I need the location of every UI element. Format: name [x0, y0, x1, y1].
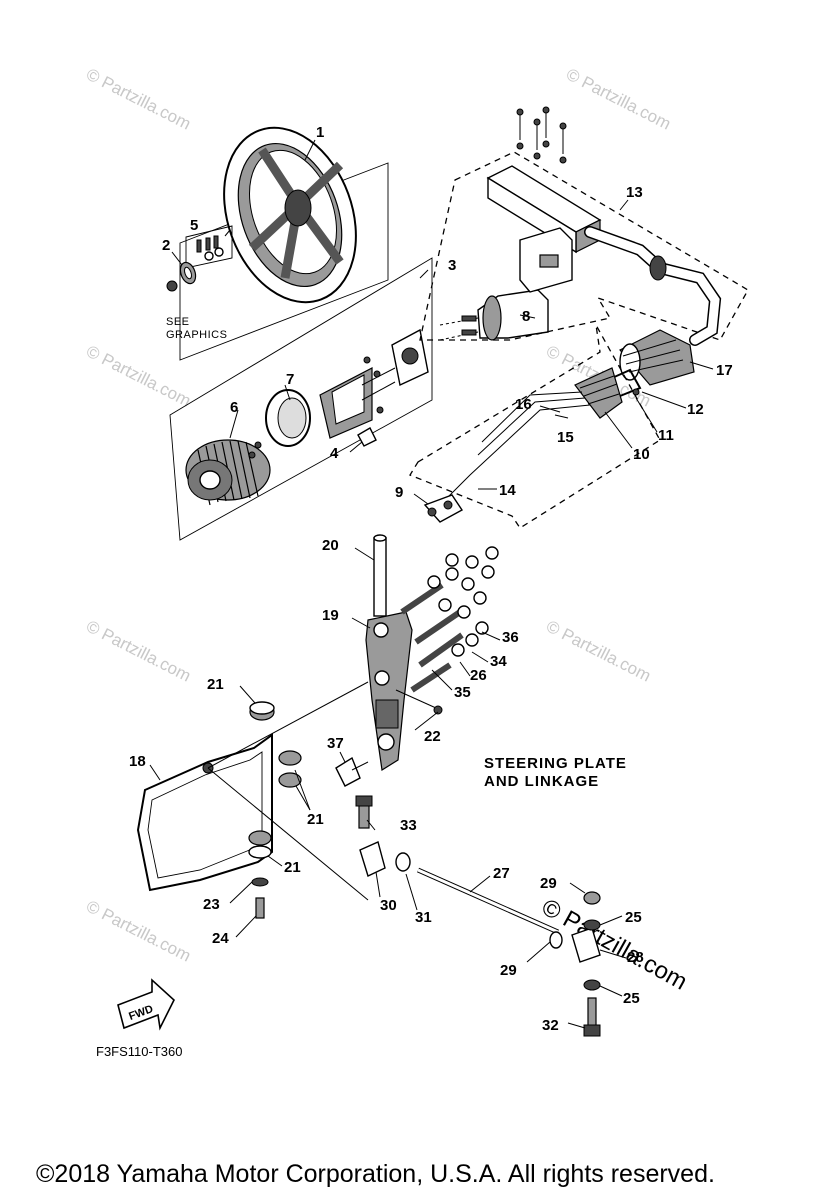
copyright: ©2018 Yamaha Motor Corporation, U.S.A. A…: [36, 1160, 715, 1188]
callout-10: 10: [633, 446, 650, 463]
cable-group: [409, 324, 661, 529]
callout-12: 12: [687, 401, 704, 418]
watermark-7: © Partzilla.com: [83, 897, 194, 966]
helm-mechanism: [319, 328, 429, 439]
callout-29a: 29: [540, 875, 557, 892]
see-graphics-line2: GRAPHICS: [166, 329, 227, 341]
fwd-arrow: FWD: [117, 978, 175, 1031]
callout-14: 14: [499, 482, 516, 499]
steering-wheel: [223, 126, 357, 304]
callout-34: 34: [490, 653, 507, 670]
part-37-clip: [335, 756, 369, 787]
linkage-rod: [355, 795, 601, 1037]
callouts: 1 2 3 4 5 6 7 8 9 10 11 12 13 14 15 16 1…: [129, 124, 733, 1034]
callout-5: 5: [190, 217, 198, 234]
callout-24: 24: [212, 930, 229, 947]
callout-30: 30: [380, 897, 397, 914]
steering-bracket: [365, 534, 443, 771]
callout-16: 16: [515, 396, 532, 413]
see-graphics-line1: SEE: [166, 316, 190, 328]
steering-wheel-group: SEE GRAPHICS: [166, 126, 389, 361]
part-17-boot: [619, 329, 695, 386]
diagram-code: F3FS110-T360: [96, 1044, 182, 1059]
callout-15: 15: [557, 429, 574, 446]
part-13-group: [419, 106, 749, 346]
steering-column-group: [169, 257, 433, 541]
callout-18: 18: [129, 753, 146, 770]
callout-11: 11: [658, 427, 674, 444]
callout-36: 36: [502, 629, 519, 646]
callout-35: 35: [454, 684, 471, 701]
callout-37: 37: [327, 735, 344, 752]
callout-6: 6: [230, 399, 238, 416]
callout-22: 22: [424, 728, 441, 745]
part-19-bracket: [365, 611, 413, 771]
callout-29b: 29: [500, 962, 517, 979]
callout-33: 33: [400, 817, 417, 834]
part-5-hardware: [185, 225, 233, 269]
part-8-housing: [439, 289, 549, 341]
callout-26: 26: [470, 667, 487, 684]
bushings-21: [248, 701, 302, 919]
callout-9: 9: [395, 484, 403, 501]
watermark-6: © Partzilla.com: [543, 617, 654, 686]
part-2-ring: [166, 261, 197, 292]
callout-13: 13: [626, 184, 643, 201]
section-title-line2: AND LINKAGE: [484, 773, 599, 790]
callout-25b: 25: [623, 990, 640, 1007]
callout-25a: 25: [625, 909, 642, 926]
part-7-ring: [248, 389, 311, 459]
leader-lines: [149, 139, 714, 1029]
callout-1: 1: [316, 124, 324, 141]
callout-28: 28: [627, 949, 644, 966]
part-6-hub: [185, 439, 271, 506]
callout-23: 23: [203, 896, 220, 913]
screws: [516, 106, 567, 164]
column-frame: [169, 257, 433, 541]
watermark-3: © Partzilla.com: [83, 342, 194, 411]
watermark-1: © Partzilla.com: [83, 65, 194, 134]
section-title-line1: STEERING PLATE: [484, 755, 627, 772]
callout-31: 31: [415, 909, 432, 926]
part-20-shaft: [373, 537, 387, 617]
callout-8: 8: [522, 308, 530, 325]
watermark-2: © Partzilla.com: [563, 65, 674, 134]
callout-27: 27: [493, 865, 510, 882]
watermark-5: © Partzilla.com: [83, 617, 194, 686]
callout-4: 4: [330, 445, 339, 462]
callout-19: 19: [322, 607, 339, 624]
callout-21a: 21: [207, 676, 224, 693]
callout-7: 7: [286, 371, 294, 388]
callout-3: 3: [448, 257, 456, 274]
callout-20: 20: [322, 537, 339, 554]
callout-21b: 21: [307, 811, 324, 828]
callout-2: 2: [162, 237, 170, 254]
callout-21c: 21: [284, 859, 301, 876]
fasteners-35-26-34-36: [400, 546, 499, 693]
callout-17: 17: [716, 362, 733, 379]
callout-32: 32: [542, 1017, 559, 1034]
